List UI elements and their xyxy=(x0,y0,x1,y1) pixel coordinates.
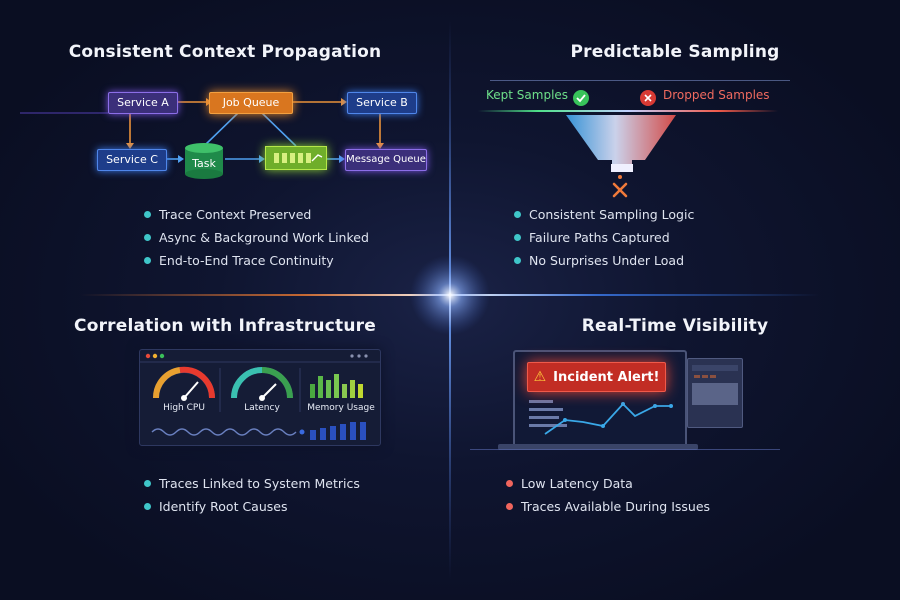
kept-samples-label: Kept Samples xyxy=(486,88,569,102)
bullet-dot xyxy=(144,211,151,218)
bullet-dot xyxy=(144,503,151,510)
monitor-content xyxy=(692,365,738,405)
list-item: End-to-End Trace Continuity xyxy=(144,249,369,272)
metrics-dashboard: High CPU Latency Memory Usage xyxy=(139,349,381,446)
visibility-panel: Real-Time Visibility xyxy=(450,300,900,600)
job-queue-label: Job Queue xyxy=(222,96,280,109)
database-icon xyxy=(185,143,223,179)
trend-line xyxy=(544,402,671,435)
link-jobqueue-task xyxy=(203,112,239,147)
bullet-text: No Surprises Under Load xyxy=(529,253,684,268)
metric-wave-line xyxy=(151,428,297,436)
bullet-dot xyxy=(514,211,521,218)
bullet-dot xyxy=(506,503,513,510)
context-flow-arrows xyxy=(20,98,384,163)
bullet-text: End-to-End Trace Continuity xyxy=(159,253,334,268)
bullet-text: Consistent Sampling Logic xyxy=(529,207,695,222)
funnel-spout xyxy=(611,164,633,172)
context-bullet-list: Trace Context Preserved Async & Backgrou… xyxy=(144,203,369,272)
bullet-text: Traces Linked to System Metrics xyxy=(159,476,360,491)
secondary-monitor xyxy=(687,358,743,428)
sampling-title: Predictable Sampling xyxy=(570,42,780,62)
memory-bars-icon xyxy=(310,374,363,398)
funnel-shape xyxy=(566,115,676,170)
list-item: Consistent Sampling Logic xyxy=(514,203,694,226)
high-cpu-label: High CPU xyxy=(163,403,205,413)
list-item: Failure Paths Captured xyxy=(514,226,694,249)
bullet-dot xyxy=(144,234,151,241)
link-jobqueue-proc xyxy=(261,112,297,147)
visibility-bullet-list: Low Latency Data Traces Available During… xyxy=(506,472,710,518)
context-propagation-panel: Consistent Context Propagation xyxy=(0,0,450,300)
bullet-dot xyxy=(144,480,151,487)
warning-icon: ⚠ xyxy=(533,369,547,385)
service-c-node: Service C xyxy=(97,149,167,171)
context-propagation-title: Consistent Context Propagation xyxy=(68,42,382,62)
infrastructure-panel: Correlation with Infrastructure xyxy=(0,300,450,600)
processing-node xyxy=(265,146,327,170)
processor-icon xyxy=(274,153,323,163)
list-item: Trace Context Preserved xyxy=(144,203,369,226)
visibility-title: Real-Time Visibility xyxy=(581,316,769,336)
drop-x-icon xyxy=(612,182,628,198)
list-item: Async & Background Work Linked xyxy=(144,226,369,249)
list-item: Traces Available During Issues xyxy=(506,495,710,518)
message-queue-node: Message Queue xyxy=(345,149,427,171)
infrastructure-bullet-list: Traces Linked to System Metrics Identify… xyxy=(144,472,360,518)
check-icon xyxy=(573,90,589,106)
latency-gauge-icon xyxy=(231,367,293,401)
bullet-text: Trace Context Preserved xyxy=(159,207,312,222)
list-item: No Surprises Under Load xyxy=(514,249,694,272)
bullet-dot xyxy=(514,234,521,241)
incident-alert-label: Incident Alert! xyxy=(553,369,660,385)
task-database-node: Task xyxy=(184,143,224,179)
task-label: Task xyxy=(192,157,216,170)
center-glow xyxy=(410,255,490,335)
bullet-text: Failure Paths Captured xyxy=(529,230,670,245)
bullet-dot xyxy=(506,480,513,487)
sampling-funnel xyxy=(478,80,790,198)
bullet-dot xyxy=(144,257,151,264)
service-b-node: Service B xyxy=(347,92,417,114)
bullet-text: Traces Available During Issues xyxy=(521,499,711,514)
sampling-shelf xyxy=(478,110,778,112)
bullet-dot xyxy=(514,257,521,264)
latency-label: Latency xyxy=(244,403,280,413)
sampling-bullet-list: Consistent Sampling Logic Failure Paths … xyxy=(514,203,694,272)
job-queue-node: Job Queue xyxy=(209,92,293,114)
list-item: Identify Root Causes xyxy=(144,495,360,518)
memory-usage-label: Memory Usage xyxy=(307,403,375,413)
dashboard-graphics xyxy=(140,353,380,440)
dropped-samples-label: Dropped Samples xyxy=(663,88,770,102)
infrastructure-title: Correlation with Infrastructure xyxy=(74,316,376,336)
service-a-node: Service A xyxy=(108,92,178,114)
sampling-panel: Predictable Sampling xyxy=(450,0,900,300)
cpu-gauge-icon xyxy=(152,366,216,401)
bullet-text: Async & Background Work Linked xyxy=(159,230,369,245)
laptop-chart xyxy=(529,400,673,435)
bullet-text: Identify Root Causes xyxy=(159,499,288,514)
list-item: Low Latency Data xyxy=(506,472,710,495)
throughput-bars-icon xyxy=(310,422,366,440)
bullet-text: Low Latency Data xyxy=(521,476,633,491)
list-item: Traces Linked to System Metrics xyxy=(144,472,360,495)
incident-alert-banner: ⚠ Incident Alert! xyxy=(527,362,666,392)
